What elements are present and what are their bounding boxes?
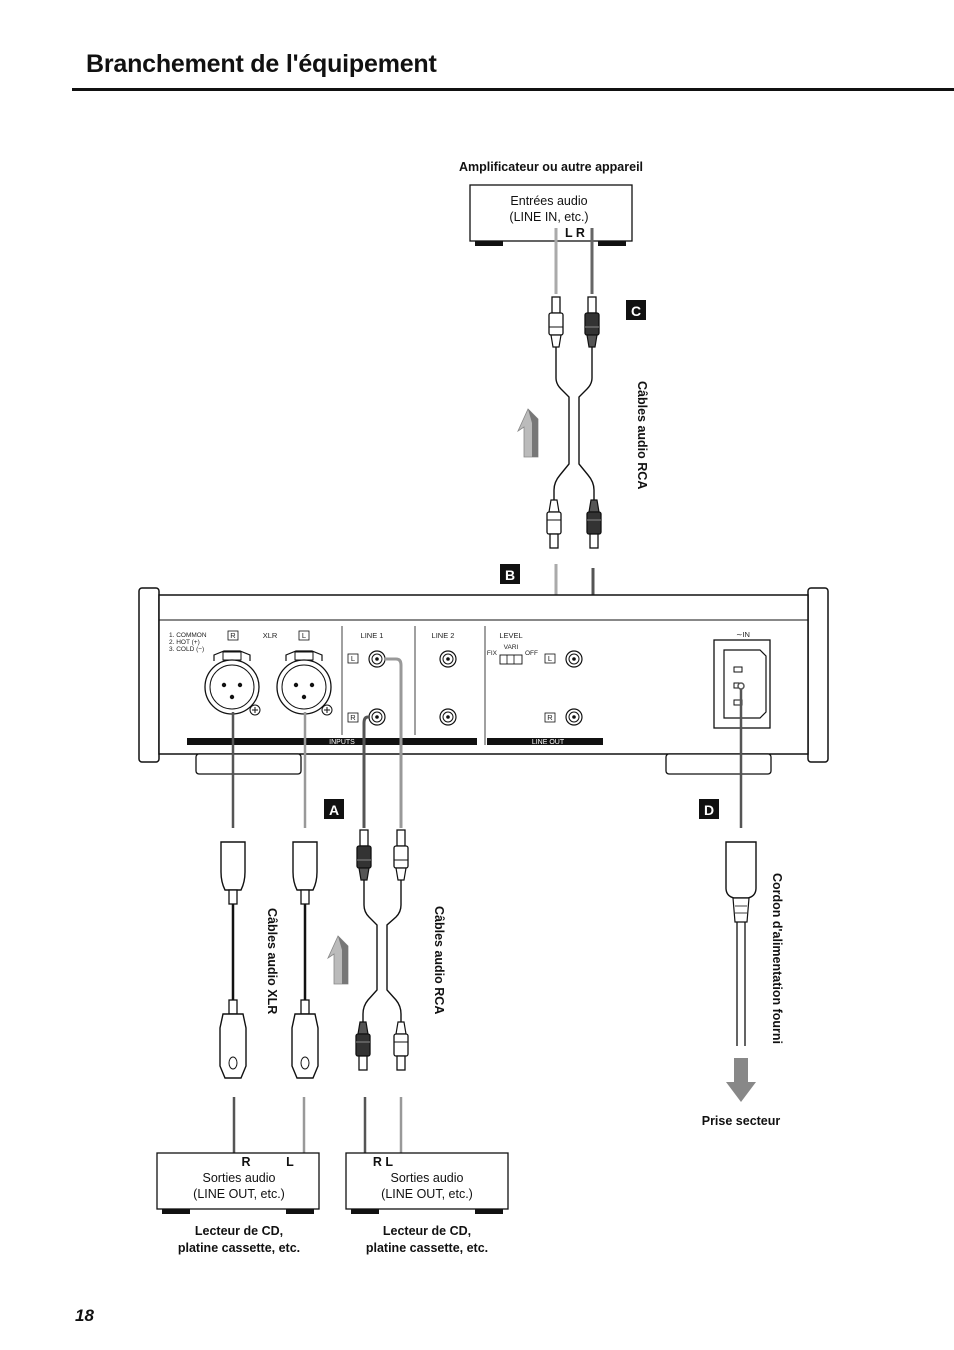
level-switch[interactable] xyxy=(499,654,523,665)
page-number: 18 xyxy=(75,1306,94,1325)
xlr-cables xyxy=(219,712,319,1165)
amplifier-box-line1: Entrées audio xyxy=(510,194,587,208)
source-1-box-line1: Sorties audio xyxy=(203,1171,276,1185)
lineout-r-label: R xyxy=(547,713,553,722)
marker-b-label: B xyxy=(505,567,515,583)
amplifier-lr-label: L R xyxy=(565,226,585,240)
line1-l-badge xyxy=(347,653,359,664)
power-cord-label: Cordon d'alimentation fourni xyxy=(770,873,784,1044)
source-2-box-line2: (LINE OUT, etc.) xyxy=(381,1187,473,1201)
source-1-box-line2: (LINE OUT, etc.) xyxy=(193,1187,285,1201)
xlr-pin-1: 1. COMMON xyxy=(169,632,207,639)
source-1-l: L xyxy=(286,1155,294,1169)
down-arrow-icon xyxy=(726,1058,756,1102)
source-2-box-line1: Sorties audio xyxy=(391,1171,464,1185)
xlr-cable-label: Câbles audio XLR xyxy=(265,908,279,1014)
xlr-r-label: R xyxy=(230,631,236,640)
rear-panel xyxy=(138,587,829,775)
lineout-r-jack[interactable] xyxy=(565,708,583,726)
amplifier-box-line2: (LINE IN, etc.) xyxy=(509,210,588,224)
marker-c-label: C xyxy=(631,303,641,319)
source-1-caption-line1: Lecteur de CD, xyxy=(195,1224,283,1238)
title-rule xyxy=(72,88,954,91)
source-2-channels: R L xyxy=(373,1155,394,1169)
level-vari-label: VARI xyxy=(504,644,519,651)
rca-cable-top-label: Câbles audio RCA xyxy=(635,381,649,489)
line2-r-jack[interactable] xyxy=(439,708,457,726)
page-title: Branchement de l'équipement xyxy=(86,50,437,78)
xlr-pin-3: 3. COLD (−) xyxy=(169,646,204,653)
xlr-r-badge xyxy=(227,630,239,641)
xlr-pin-2: 2. HOT (+) xyxy=(169,639,200,646)
line1-r-badge xyxy=(347,712,359,723)
lineout-l-label: L xyxy=(548,654,552,663)
marker-d: D xyxy=(699,799,719,819)
amplifier-caption: Amplificateur ou autre appareil xyxy=(459,160,643,174)
marker-d-label: D xyxy=(704,802,714,818)
line1-l-jack[interactable] xyxy=(368,650,386,668)
line1-r-jack[interactable] xyxy=(368,708,386,726)
source-2-caption-line1: Lecteur de CD, xyxy=(383,1224,471,1238)
xlr-l-badge xyxy=(298,630,310,641)
inputs-label: INPUTS xyxy=(329,739,355,746)
lineout-r-badge xyxy=(544,712,556,723)
xlr-l-label: L xyxy=(302,631,306,640)
xlr-label: XLR xyxy=(263,631,278,640)
lineout-l-badge xyxy=(544,653,556,664)
marker-a-label: A xyxy=(329,802,339,818)
outlet-label: Prise secteur xyxy=(702,1114,781,1128)
source-box-2 xyxy=(345,1152,509,1214)
line1-r-label: R xyxy=(350,713,356,722)
line-out-label: LINE OUT xyxy=(532,739,565,746)
line1-l-label: L xyxy=(351,654,355,663)
line2-label: LINE 2 xyxy=(432,631,455,640)
level-fix-label: FIX xyxy=(487,650,498,657)
source-2-caption-line2: platine cassette, etc. xyxy=(366,1241,488,1255)
marker-c: C xyxy=(626,300,646,320)
marker-a: A xyxy=(324,799,344,819)
level-off-label: OFF xyxy=(525,650,538,657)
arrow-up-icon xyxy=(517,408,539,458)
source-box-1 xyxy=(156,1152,320,1214)
source-1-r: R xyxy=(241,1155,250,1169)
rca-cable-bottom-label: Câbles audio RCA xyxy=(432,906,446,1014)
ac-in-label: ∼IN xyxy=(736,630,750,639)
source-1-caption-line2: platine cassette, etc. xyxy=(178,1241,300,1255)
amplifier-box xyxy=(469,184,633,246)
power-cord xyxy=(725,682,757,1046)
marker-b: B xyxy=(500,564,520,584)
line1-label: LINE 1 xyxy=(361,631,384,640)
lineout-l-jack[interactable] xyxy=(565,650,583,668)
level-label: LEVEL xyxy=(499,631,522,640)
arrow-up-icon xyxy=(327,935,349,985)
line2-l-jack[interactable] xyxy=(439,650,457,668)
